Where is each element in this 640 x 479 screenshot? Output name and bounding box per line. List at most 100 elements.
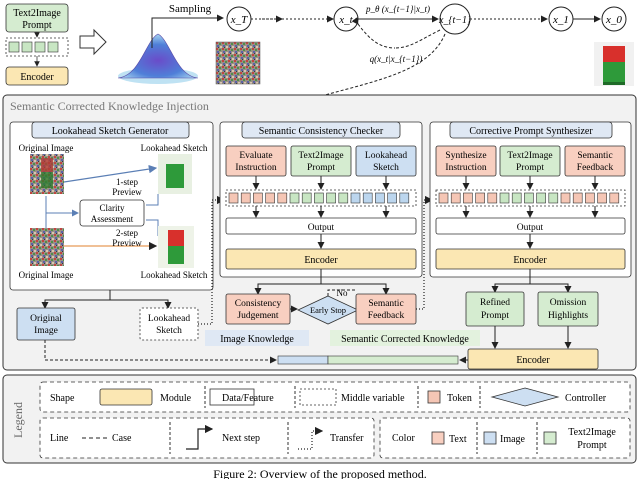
q-label: q(x_t|x_{t−1}): [370, 54, 423, 64]
synthesize-label-2: Instruction: [445, 163, 486, 173]
checker-tokens: [228, 192, 410, 204]
checker-title-box: [241, 121, 401, 139]
clarity-assessment-box: [79, 199, 145, 227]
lsg-original-image-label-bottom: Original Image: [19, 270, 74, 280]
legend-controller-label: Controller: [565, 393, 607, 404]
token: [560, 192, 571, 204]
step2-label-2: Preview: [112, 238, 142, 248]
early-stop-diamond: [297, 295, 359, 325]
legend-module-swatch: [99, 388, 153, 406]
checker-feedback-label: Semantic: [368, 299, 403, 309]
synth-title-box: [449, 121, 613, 139]
token: [438, 192, 449, 204]
checker-output-label: Output: [308, 223, 335, 233]
synth-tokens: [438, 192, 620, 204]
legend-prompt-swatch: [543, 431, 557, 445]
image-knowledge-label: Image Knowledge: [220, 334, 294, 345]
checker-title: Semantic Consistency Checker: [259, 126, 384, 137]
token: [597, 192, 607, 204]
legend-token-label: Token: [447, 393, 472, 404]
lookahead-title: Lookahead Sketch Generator: [52, 126, 169, 137]
lsg-original-cube-green: [41, 172, 53, 188]
refined-label-2: Prompt: [481, 311, 509, 321]
checker-encoder-label: Encoder: [304, 255, 338, 266]
token: [375, 192, 385, 204]
legend-line-label: Line: [50, 433, 69, 444]
node-xt-label: x_t: [338, 14, 353, 26]
synth-feedback-label-2: Feedback: [577, 163, 614, 173]
top-input-block: Text2Image Prompt Encoder: [5, 3, 69, 86]
token: [450, 192, 461, 204]
token: [548, 192, 559, 204]
legend-token-swatch: [427, 390, 441, 404]
step1-label-2: Preview: [112, 187, 142, 197]
token: [609, 192, 620, 204]
bottom-lookahead-sketch-box: [139, 307, 199, 341]
legend-prompt-label: Text2Image: [568, 427, 616, 438]
feedback-to-synth-dotted: [416, 195, 434, 310]
legend-color-row: [379, 417, 631, 459]
token: [240, 192, 251, 204]
synth-output-label: Output: [517, 223, 544, 233]
bottom-lookahead-sketch-label: Lookahead: [148, 314, 190, 324]
synth-token-row: [435, 189, 626, 207]
legend-title: Legend: [11, 402, 25, 438]
omission-label-2: Highlights: [548, 311, 588, 321]
legend-shape-label: Shape: [50, 393, 75, 404]
clarity-label: Clarity: [100, 203, 125, 213]
knowledge-strip-image: [277, 355, 329, 365]
token: [475, 192, 485, 204]
synth-prompt-label: Text2Image: [507, 151, 552, 161]
bottom-encoder-box: [467, 348, 599, 370]
top-encoder-box: [5, 66, 69, 86]
image-to-strip-dashed: [44, 340, 277, 364]
legend-middle-swatch: [299, 388, 337, 406]
knowledge-strip-corrected: [327, 355, 459, 365]
synth-feedback-label: Semantic: [577, 151, 612, 161]
legend-text-swatch: [431, 431, 445, 445]
clarity-label-2: Assessment: [91, 214, 134, 224]
checker-prompt-label: Text2Image: [298, 151, 343, 161]
top-token: [34, 41, 46, 53]
lsg-sketch-cube-green2: [168, 246, 184, 264]
node-x0: [601, 6, 627, 32]
legend-text-label: Text: [449, 434, 467, 445]
bottom-original-image-label: Original: [30, 314, 62, 324]
step2-label: 2-step: [116, 228, 138, 238]
checker-sketch-label-2: Sketch: [373, 163, 399, 173]
token: [499, 192, 510, 204]
corrected-knowledge-box: [330, 330, 480, 346]
legend-prompt-label-2: Prompt: [577, 440, 607, 451]
token: [314, 192, 324, 204]
top-token: [21, 41, 33, 53]
bottom-original-image-box: [16, 307, 76, 341]
top-token: [47, 41, 59, 53]
gaussian-noise-plot: [117, 33, 199, 84]
node-x1-label: x_1: [552, 14, 569, 26]
node-x0-label: x_0: [605, 14, 622, 26]
node-xT-label: x_T: [230, 14, 248, 26]
consistency-label-2: Judgement: [237, 311, 279, 321]
bottom-lookahead-sketch-label-2: Sketch: [156, 326, 182, 336]
chain-to-sck-dashed: [324, 33, 446, 96]
omission-label: Omission: [550, 298, 587, 308]
token: [463, 192, 473, 204]
step1-label: 1-step: [116, 177, 138, 187]
legend-data-label: Data/Feature: [222, 393, 274, 404]
token: [399, 192, 410, 204]
token: [572, 192, 583, 204]
sck-title: Semantic Corrected Knowledge Injection: [10, 99, 209, 113]
corrected-knowledge-label: Semantic Corrected Knowledge: [341, 334, 469, 345]
early-stop-label: Early Stop: [310, 305, 346, 315]
checker-prompt-label-2: Prompt: [307, 163, 335, 173]
diffusion-chain: x_T x_t p_θ (x_{t−1}|x_t) x_{t−1} x_1 x_…: [226, 3, 627, 96]
token: [387, 192, 397, 204]
token: [338, 192, 349, 204]
image-knowledge-box: [205, 330, 309, 346]
consistency-label: Consistency: [235, 299, 282, 309]
token: [487, 192, 498, 204]
generated-image: [594, 42, 634, 86]
legend-next-step-label: Next step: [222, 433, 260, 444]
lookahead-title-box: [31, 121, 190, 139]
bottom-original-image-label-2: Image: [34, 326, 58, 336]
